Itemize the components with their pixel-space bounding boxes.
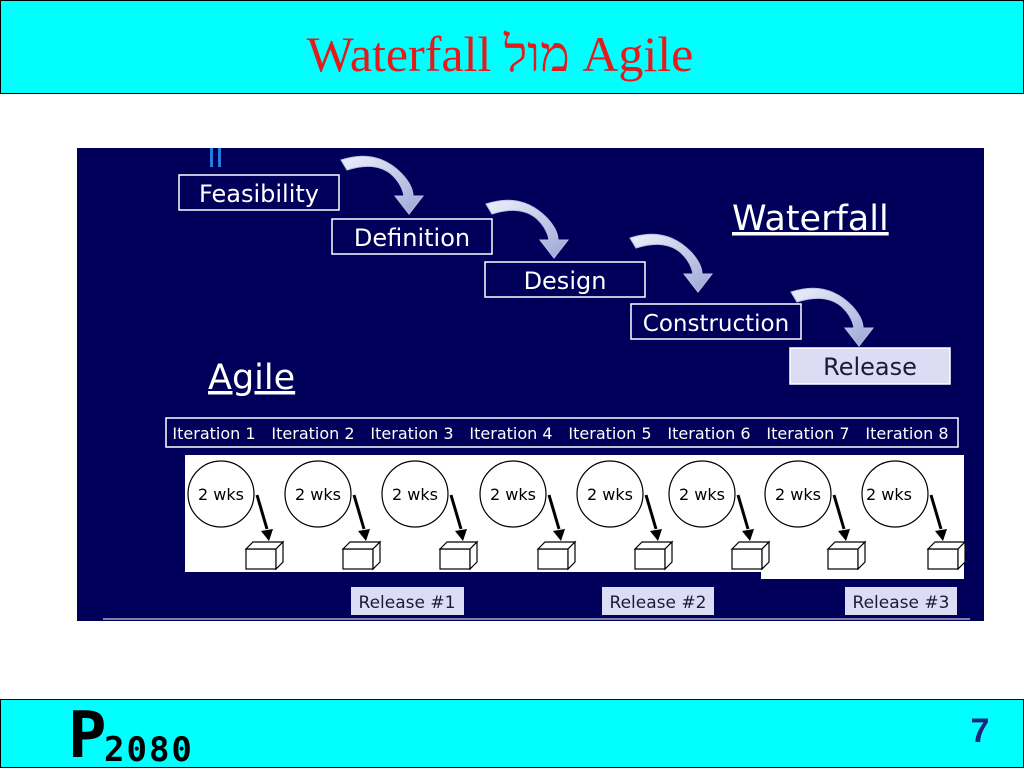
waterfall-step-construction: Construction [630, 303, 802, 340]
iteration-header: Iteration 5 [568, 424, 651, 443]
waterfall-step-definition: Definition [331, 218, 493, 255]
waterfall-step-label: Design [524, 267, 607, 295]
top-blue-mark [210, 148, 213, 167]
release-label: Release #1 [359, 593, 456, 613]
iteration-header-row [165, 417, 959, 448]
release-package-icon [926, 540, 967, 571]
release-package-icon [633, 540, 674, 571]
waterfall-step-feasibility: Feasibility [178, 174, 340, 211]
iteration-cycle: 2 wks [187, 460, 285, 571]
iteration-duration: 2 wks [587, 485, 633, 504]
agile-section-label: Agile [208, 358, 295, 398]
release-package-icon [826, 540, 867, 571]
waterfall-step-label: Release [823, 353, 917, 381]
iteration-cycle: 2 wks [479, 460, 577, 571]
release-package-icon [536, 540, 577, 571]
waterfall-step-label: Feasibility [199, 180, 319, 208]
release-label: Release #3 [853, 593, 950, 613]
curved-arrow-icon [629, 233, 714, 293]
iteration-duration: 2 wks [775, 485, 821, 504]
iteration-header: Iteration 3 [370, 424, 453, 443]
header-bar [0, 0, 1024, 94]
iteration-duration: 2 wks [295, 485, 341, 504]
p2080-logo: P 2080 [68, 699, 238, 773]
iteration-cycle: 2 wks [381, 460, 479, 571]
waterfall-step-label: Definition [354, 224, 470, 252]
iteration-header: Iteration 2 [271, 424, 354, 443]
iteration-duration: 2 wks [679, 485, 725, 504]
logo-number: 2080 [104, 730, 194, 770]
iteration-duration: 2 wks [490, 485, 536, 504]
release-box-2: Release #2 [602, 587, 714, 615]
iteration-header: Iteration 8 [865, 424, 948, 443]
iteration-header: Iteration 1 [172, 424, 255, 443]
iteration-header: Iteration 4 [469, 424, 552, 443]
release-package-icon [730, 540, 771, 571]
waterfall-step-label: Construction [643, 311, 789, 337]
curved-arrow-icon [790, 287, 875, 347]
slide-title: Waterfall מול Agile [306, 26, 694, 82]
iteration-duration: 2 wks [866, 485, 912, 504]
iteration-header: Iteration 7 [766, 424, 849, 443]
iteration-duration: 2 wks [198, 485, 244, 504]
release-box-1: Release #1 [351, 587, 464, 615]
iteration-cycle: 2 wks [284, 460, 382, 571]
waterfall-step-release: Release [789, 347, 951, 385]
iteration-cycle: 2 wks [764, 460, 867, 571]
top-blue-mark [218, 148, 221, 167]
iteration-cycle: 2 wks [576, 460, 674, 571]
logo-letter: P [68, 699, 107, 773]
iteration-cycle: 2 wks [861, 460, 967, 571]
waterfall-section-label: Waterfall [732, 199, 889, 239]
release-box-3: Release #3 [845, 587, 957, 615]
iteration-headers: Iteration 1 Iteration 2 Iteration 3 Iter… [172, 424, 948, 443]
release-label: Release #2 [610, 593, 707, 613]
release-package-icon [341, 540, 382, 571]
waterfall-agile-diagram: Feasibility Definition Design Constructi… [77, 148, 984, 621]
page-number: 7 [970, 712, 990, 750]
iteration-header: Iteration 6 [667, 424, 750, 443]
release-package-icon [244, 540, 285, 571]
iteration-duration: 2 wks [392, 485, 438, 504]
curved-arrow-icon [340, 155, 425, 215]
waterfall-step-design: Design [484, 261, 646, 298]
release-package-icon [438, 540, 479, 571]
curved-arrow-icon [485, 199, 570, 259]
iteration-cycle: 2 wks [668, 460, 771, 571]
